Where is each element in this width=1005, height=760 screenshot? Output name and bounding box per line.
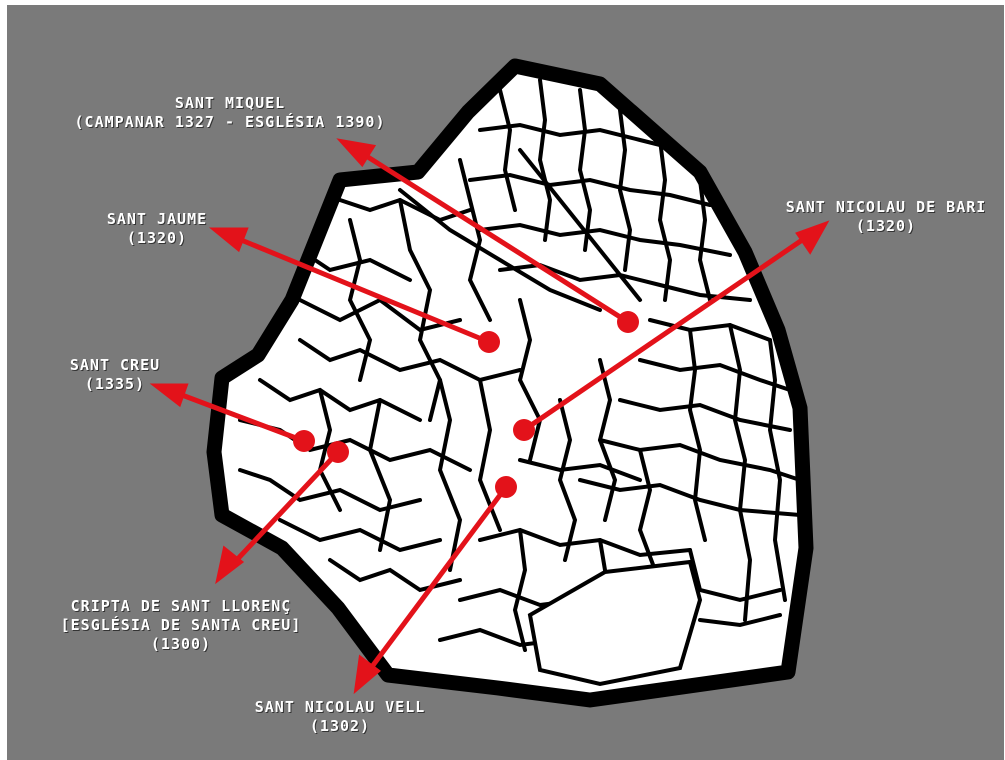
label-cripta-date: (1300)	[150, 635, 212, 653]
label-nicolau-vell-date: (1302)	[309, 717, 371, 735]
marker-sant-creu[interactable]	[293, 430, 315, 452]
marker-sant-miquel[interactable]	[617, 311, 639, 333]
street-network	[238, 78, 802, 652]
label-nicolau-bari-date: (1320)	[855, 217, 917, 235]
label-cripta-subtitle: [ESGLÉSIA DE SANTA CREU]	[60, 616, 302, 634]
marker-sant-nicolau-vell[interactable]	[495, 476, 517, 498]
label-cripta-sant-llorenc: CRIPTA DE SANT LLORENÇ [ESGLÉSIA DE SANT…	[26, 597, 336, 654]
label-cripta-name: CRIPTA DE SANT LLORENÇ	[70, 597, 292, 615]
label-nicolau-vell-name: SANT NICOLAU VELL	[254, 698, 426, 716]
label-sant-creu-date: (1335)	[84, 375, 146, 393]
label-nicolau-bari-name: SANT NICOLAU DE BARI	[785, 198, 987, 216]
open-area	[527, 559, 703, 687]
label-sant-jaume-name: SANT JAUME	[106, 210, 208, 228]
marker-sant-nicolau-de-bari[interactable]	[513, 419, 535, 441]
label-sant-miquel-name: SANT MIQUEL	[174, 94, 286, 112]
label-sant-jaume-date: (1320)	[126, 229, 188, 247]
label-sant-jaume: SANT JAUME (1320)	[82, 210, 232, 248]
label-sant-nicolau-vell: SANT NICOLAU VELL (1302)	[220, 698, 460, 736]
label-sant-miquel-date: (CAMPANAR 1327 - ESGLÉSIA 1390)	[74, 113, 386, 131]
marker-cripta-sant-llorenc[interactable]	[327, 441, 349, 463]
label-sant-creu: SANT CREU (1335)	[40, 356, 190, 394]
label-sant-miquel: SANT MIQUEL (CAMPANAR 1327 - ESGLÉSIA 13…	[30, 94, 430, 132]
label-sant-creu-name: SANT CREU	[69, 356, 161, 374]
label-sant-nicolau-de-bari: SANT NICOLAU DE BARI (1320)	[772, 198, 1000, 236]
city-border	[206, 58, 814, 708]
marker-sant-jaume[interactable]	[478, 331, 500, 353]
annotation-arrows	[149, 138, 830, 695]
